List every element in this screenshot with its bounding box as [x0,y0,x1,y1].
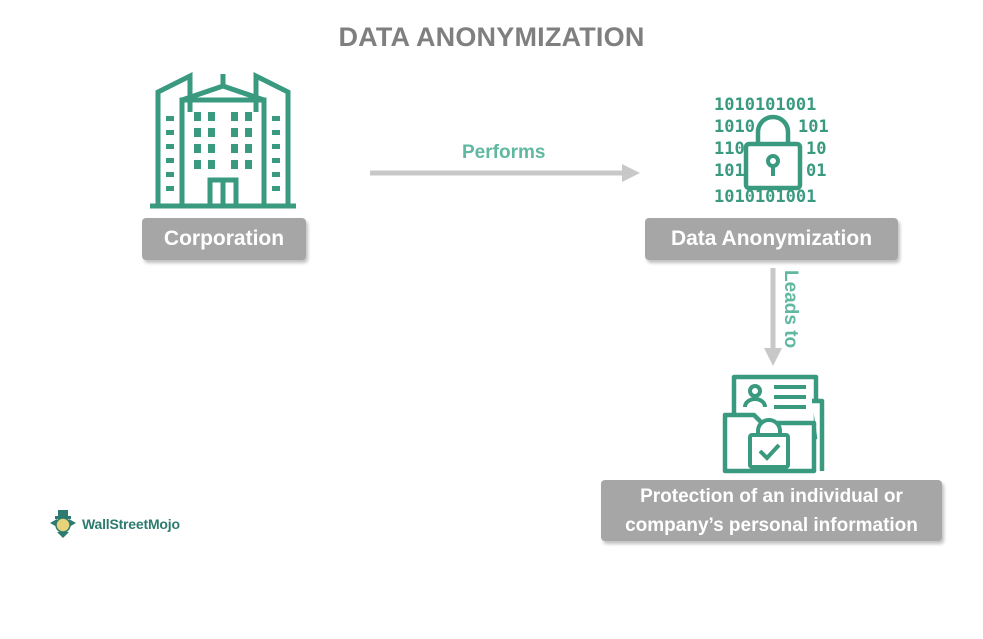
corporation-label: Corporation [142,218,306,260]
binary-lock-icon: 1010101001 1010 101 110 10 101 01 101010… [714,95,829,207]
svg-text:101: 101 [714,161,745,181]
performs-arrow [370,164,640,182]
svg-text:1010101001: 1010101001 [714,95,816,115]
mojo-mascot-icon [50,510,76,538]
office-building-icon [150,71,296,209]
svg-text:01: 01 [806,161,826,181]
diagram-title: DATA ANONYMIZATION [338,22,645,52]
secure-folder-icon [722,374,825,474]
svg-text:10: 10 [806,139,826,159]
svg-text:101: 101 [798,117,829,137]
wallstreetmojo-logo: WallStreetMojo [48,509,180,539]
protection-label: Protection of an individual or company’s… [601,480,942,541]
logo-text: WallStreetMojo [82,516,180,532]
svg-text:110: 110 [714,139,745,159]
svg-text:1010: 1010 [714,117,755,137]
leads-to-arrow [764,268,782,366]
performs-label: Performs [462,142,546,163]
leads-to-label: Leads to [780,270,801,349]
svg-text:1010101001: 1010101001 [714,187,816,207]
data-anonymization-label: Data Anonymization [645,218,898,260]
